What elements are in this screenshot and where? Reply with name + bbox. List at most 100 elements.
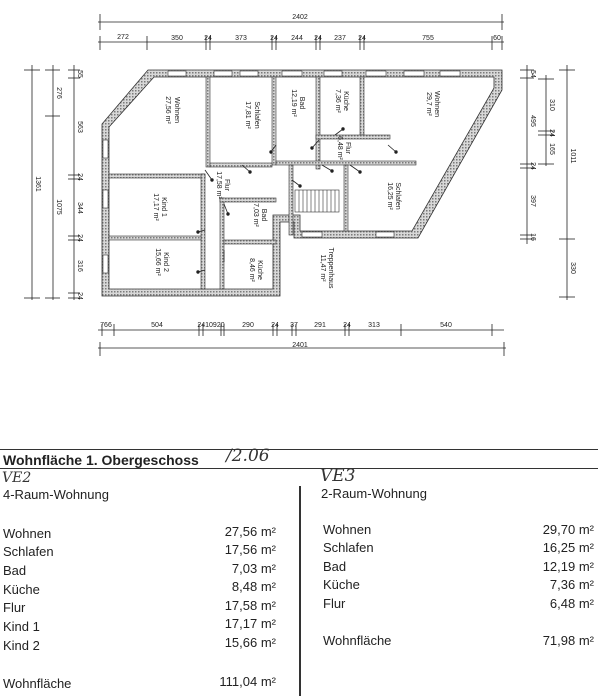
room-name: Wohnen	[323, 522, 372, 537]
room-name: Bad	[3, 563, 27, 578]
dim-left-mid: 1075	[55, 199, 62, 215]
room-area: 17,58 m²	[215, 171, 222, 199]
dim-top-seg: 350	[171, 35, 183, 42]
dim-bottom-seg: 24	[343, 322, 351, 329]
dim-bottom-seg: 313	[368, 322, 380, 329]
staircase	[294, 189, 340, 213]
room-area: 27,56 m²	[224, 524, 276, 539]
room-kueche-ve3: Küche	[342, 91, 349, 111]
dim-right-seg: 54	[529, 70, 536, 78]
dim-right-seg: 24	[529, 162, 536, 170]
dim-top-seg: 24	[358, 35, 366, 42]
sheet-title-rule	[0, 468, 598, 469]
room-area: 7,03 m²	[252, 203, 259, 227]
sheet-title: Wohnfläche 1. Obergeschoss	[3, 452, 199, 468]
room-area: 7,36 m²	[549, 577, 594, 592]
dim-right-seg: 16	[529, 233, 536, 241]
room-kind2: Kind 2	[162, 252, 169, 272]
room-area: 12,19 m²	[290, 89, 297, 117]
dim-left-seg: 24	[76, 292, 83, 300]
dim-left-seg: 563	[76, 121, 83, 133]
room-area: 29,70 m²	[542, 522, 594, 537]
doors	[196, 127, 398, 274]
dim-bottom-seg: 37	[290, 322, 298, 329]
room-area: 8,46 m²	[248, 258, 255, 282]
dim-bottom-seg: 766	[100, 322, 112, 329]
room-name: Schlafen	[323, 540, 374, 555]
unit-label-left: VE2	[2, 470, 32, 486]
room-name: Küche	[323, 577, 360, 592]
interior-walls	[108, 76, 417, 290]
room-area: 6,48 m²	[549, 596, 594, 611]
dim-top-seg: 24	[270, 35, 278, 42]
dim-right-seg: 397	[529, 195, 536, 207]
room-flur-ve3: Flur	[344, 142, 351, 155]
handwritten-date: /2.06	[226, 446, 270, 466]
room-area: 8,48 m²	[231, 579, 276, 594]
dim-top-seg: 244	[291, 35, 303, 42]
room-area: 17,81 m²	[244, 101, 251, 129]
dim-bottom-seg: 2410920	[197, 322, 224, 329]
room-area: 17,17 m²	[224, 616, 276, 631]
room-name: Flur	[3, 600, 26, 615]
dim-left-seg: 24	[76, 234, 83, 242]
dim-bottom-seg: 291	[314, 322, 326, 329]
dimension-right	[520, 65, 575, 300]
unit-label-right: VE3	[320, 466, 356, 486]
room-area: 11,47 m²	[319, 254, 326, 282]
dim-top-seg: 237	[334, 35, 346, 42]
room-treppenhaus: Treppenhaus	[327, 248, 334, 289]
windows	[102, 70, 461, 274]
dim-left-seg: 24	[76, 173, 83, 181]
room-kind1: Kind 1	[160, 197, 167, 217]
total-label: Wohnfläche	[323, 633, 392, 648]
room-area: 16,25 m²	[386, 182, 393, 210]
room-name: Flur	[323, 596, 346, 611]
sheet-top-rule	[0, 449, 598, 450]
dim-left-seg: 55	[76, 70, 83, 78]
dim-right-total: 1011	[569, 148, 576, 163]
dim-top-seg: 24	[204, 35, 212, 42]
dim-top-seg: 272	[117, 34, 129, 41]
room-area: 12,19 m²	[542, 559, 594, 574]
dim-left-seg: 316	[76, 260, 83, 272]
room-area: 15,66 m²	[224, 635, 276, 650]
dim-right-seg: 495	[529, 115, 536, 127]
room-bad-ve3: Bad	[298, 97, 305, 110]
room-area: 29,7 m²	[425, 92, 432, 116]
room-name: Kind 2	[3, 638, 40, 653]
unit-type-left: 4-Raum-Wohnung	[3, 487, 109, 502]
exterior-walls	[101, 69, 503, 297]
dim-bottom-seg: 540	[440, 322, 452, 329]
room-area: 15,66 m²	[154, 248, 161, 276]
dim-right-mid: 165	[548, 143, 555, 155]
dim-top-seg: 373	[235, 35, 247, 42]
room-area: 7,03 m²	[231, 561, 276, 576]
room-name: Kind 1	[3, 619, 40, 634]
room-area: 27,56 m²	[164, 96, 171, 124]
total-area: 111,04 m²	[219, 674, 276, 689]
room-schlafen-ve2: Schlafen	[253, 101, 260, 128]
column-divider	[299, 486, 301, 696]
dim-right-mid: 310	[548, 99, 555, 111]
room-name: Schlafen	[3, 544, 54, 559]
room-area: 17,58 m²	[224, 598, 276, 613]
room-wohnen-ve3: Wohnen	[433, 91, 440, 117]
room-area: 7,36 m²	[334, 89, 341, 113]
room-wohnen-ve2: Wohnen	[173, 97, 180, 123]
dim-bottom-seg: 504	[151, 322, 163, 329]
dim-right-mid: 24	[548, 129, 555, 137]
room-area: 17,56 m²	[224, 542, 276, 557]
dim-left-total: 1361	[34, 176, 41, 192]
dimension-bottom	[98, 324, 506, 356]
dim-right-total: 330	[569, 262, 576, 274]
room-name: Wohnen	[3, 526, 52, 541]
room-area: 17,17 m²	[152, 193, 159, 221]
room-area: 16,25 m²	[542, 540, 594, 555]
floor-plan: 2402 272 350 24 373 24 244 24 237 24 755…	[24, 14, 576, 356]
dim-left-seg: 344	[76, 202, 83, 214]
dim-top-seg: 24	[314, 35, 322, 42]
total-area: 71,98 m²	[542, 633, 594, 648]
dim-top-total: 2402	[292, 14, 308, 21]
dim-top-seg: 60	[493, 35, 501, 42]
